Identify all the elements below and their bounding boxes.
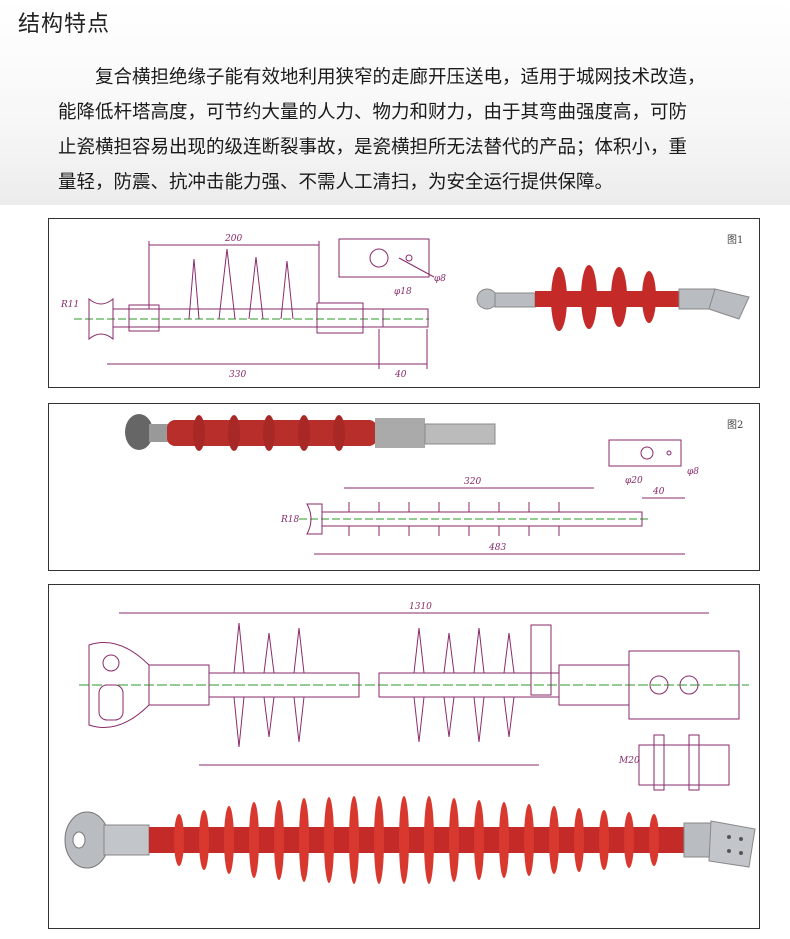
dim-label: 330: [229, 370, 246, 380]
paragraph-line: 能降低杆塔高度，可节约大量的人力、物力和财力，由于其弯曲强度高，可防: [58, 102, 688, 123]
section-title: 结构特点: [18, 12, 111, 37]
figure-3-panel: 1310 M20: [48, 584, 760, 929]
description-paragraph: 复合横担绝缘子能有效地利用狭窄的走廊开压送电，适用于城网技术改造， 能降低杆塔高…: [58, 60, 768, 200]
dim-label: 40: [394, 370, 407, 380]
figure-1-drawing: 200 φ8 φ18 R11 330 40: [60, 234, 750, 380]
insulator-photo-1: [476, 265, 750, 331]
figure-label: 图1: [727, 235, 744, 246]
figure-3-drawing: 1310 M20: [64, 602, 756, 884]
figure-label: 图2: [727, 420, 744, 431]
insulator-photo-2: [125, 414, 496, 451]
paragraph-line: 复合横担绝缘子能有效地利用狭窄的走廊开压送电，适用于城网技术改造，: [58, 67, 706, 88]
dim-label: 40: [652, 487, 665, 497]
section-header: 结构特点 复合横担绝缘子能有效地利用狭窄的走廊开压送电，适用于城网技术改造， 能…: [0, 0, 790, 205]
dim-label: 320: [464, 477, 481, 487]
paragraph-line: 量轻，防震、抗冲击能力强、不需人工清扫，为安全运行提供保障。: [58, 172, 614, 193]
dim-label: M20: [618, 756, 640, 766]
dim-label: φ20: [625, 476, 643, 486]
dim-label: 483: [488, 543, 506, 553]
dim-label: φ8: [687, 467, 699, 477]
figure-2-drawing: φ20 φ8 320 40 R18 483: [125, 414, 699, 555]
figure-1-panel: 200 φ8 φ18 R11 330 40 图1: [48, 218, 760, 388]
paragraph-line: 止瓷横担容易出现的级连断裂事故，是瓷横担所无法替代的产品；体积小，重: [58, 137, 688, 158]
dim-label: R11: [60, 300, 79, 310]
figure-2-panel: φ20 φ8 320 40 R18 483 图2: [48, 403, 760, 571]
dim-label: φ8: [434, 274, 446, 284]
dim-label: R18: [280, 515, 300, 525]
insulator-photo-3: [64, 796, 756, 884]
dim-label: 1310: [409, 602, 432, 612]
dim-label: φ18: [394, 287, 412, 297]
dim-label: 200: [224, 234, 242, 244]
